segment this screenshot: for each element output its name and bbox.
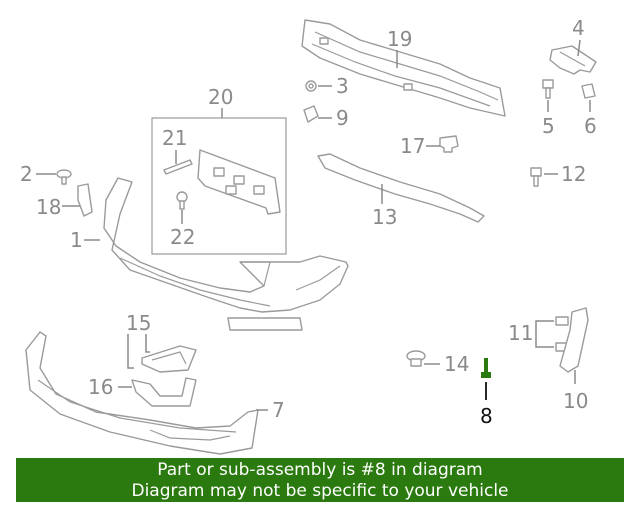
callout-10[interactable]: 10 [563,389,588,413]
part-17-pin [439,135,459,153]
callout-22[interactable]: 22 [170,225,195,249]
part-8-fastener-highlighted[interactable] [481,358,491,378]
part-14-grommet [406,350,426,367]
part-2-push-pin [56,169,72,185]
part-9-retainer [303,105,319,123]
callout-13[interactable]: 13 [372,205,397,229]
callout-4[interactable]: 4 [572,16,585,40]
callout-17[interactable]: 17 [400,134,425,158]
part-20-plate-bracket [197,149,281,215]
callout-3[interactable]: 3 [336,74,349,98]
part-21-screw [163,159,193,175]
callout-14[interactable]: 14 [444,352,469,376]
part-4-bracket [549,45,597,75]
callout-6[interactable]: 6 [584,114,597,138]
part-19-energy-absorber [301,19,506,117]
part-6-clip [581,83,596,99]
callout-5[interactable]: 5 [542,114,555,138]
leader-4 [577,39,581,57]
part-20-frame [151,117,287,255]
callout-19[interactable]: 19 [387,27,412,51]
callout-11[interactable]: 11 [508,321,533,345]
callout-20[interactable]: 20 [208,85,233,109]
banner-line-1: Part or sub-assembly is #8 in diagram [157,460,483,480]
part-3-nut [305,80,317,92]
callout-15[interactable]: 15 [126,311,151,335]
leader-11 [535,320,554,348]
part-22-screw [176,191,188,210]
callout-7[interactable]: 7 [272,398,285,422]
part-16-lower-trim [131,377,197,407]
callout-8[interactable]: 8 [480,404,493,428]
callout-18[interactable]: 18 [36,195,61,219]
part-7-lower-fascia [25,331,259,455]
callout-9[interactable]: 9 [336,106,349,130]
callout-16[interactable]: 16 [88,375,113,399]
callout-2[interactable]: 2 [20,162,33,186]
part-1-bumper-cover [103,177,349,331]
part-18-bracket [77,183,93,217]
callout-12[interactable]: 12 [561,162,586,186]
callout-21[interactable]: 21 [162,126,187,150]
part-12-bolt [530,167,542,187]
notice-banner: Part or sub-assembly is #8 in diagram Di… [16,458,624,502]
part-10-side-bracket [559,307,589,373]
part-13-support [317,153,485,223]
banner-line-2: Diagram may not be specific to your vehi… [131,481,509,501]
part-5-bolt [542,79,554,99]
callout-1[interactable]: 1 [70,228,83,252]
part-15-trim [141,345,197,373]
leader-15 [127,334,150,369]
